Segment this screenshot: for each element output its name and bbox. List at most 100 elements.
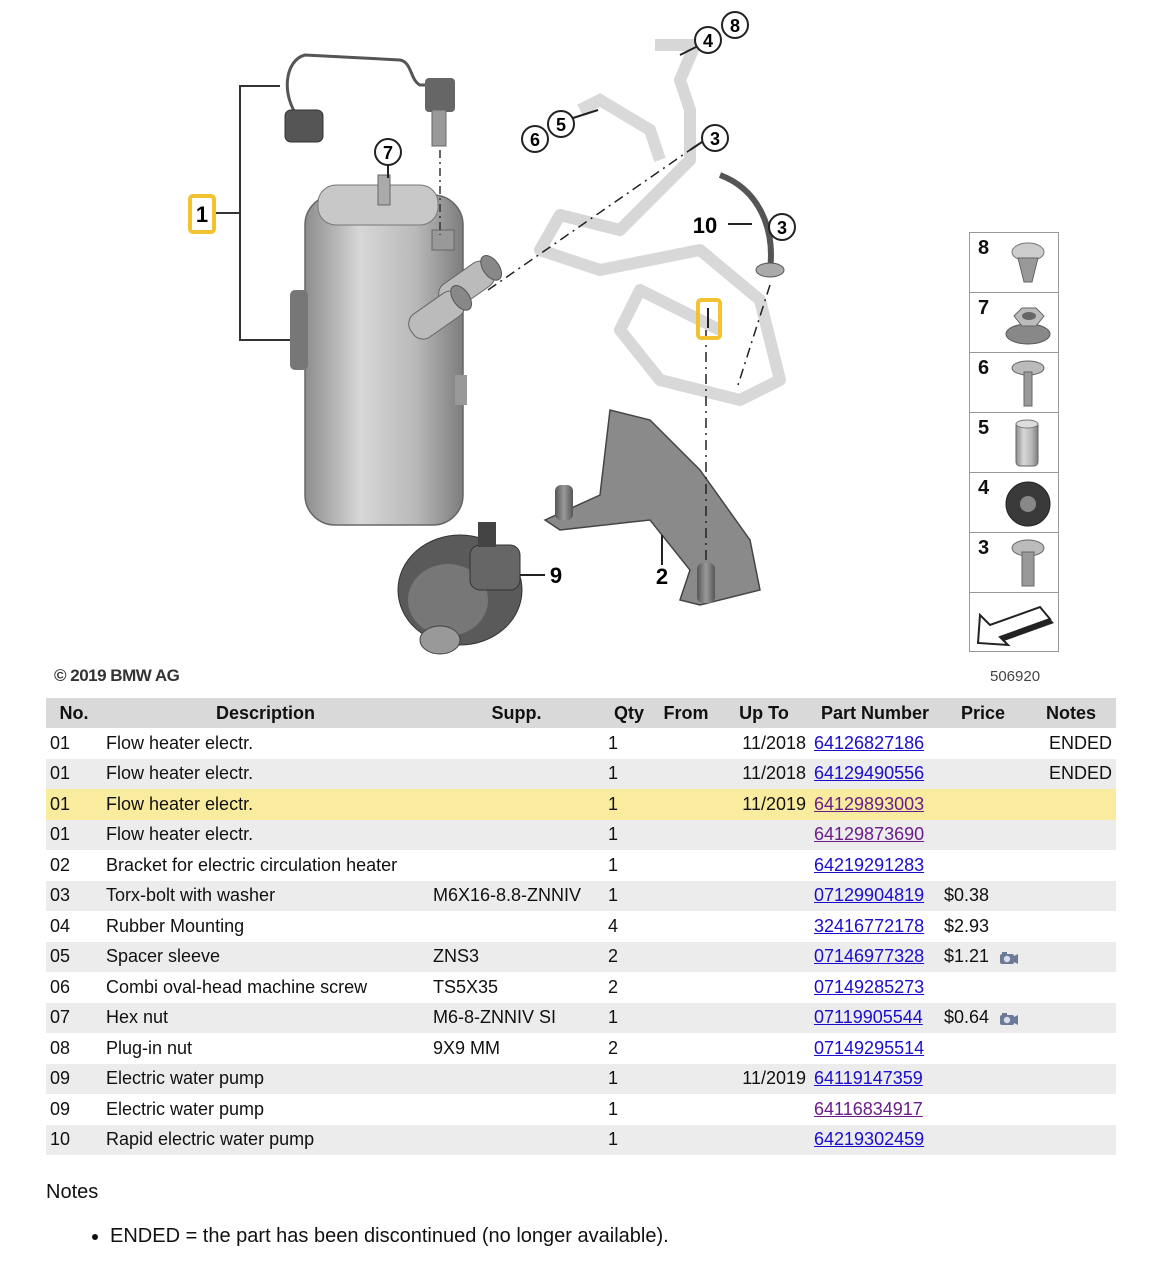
cell-part-number: 07129904819 [810,880,940,911]
cell-text: Bracket for electric circulation heater [106,854,398,875]
cell-no: 01 [46,789,102,820]
thumbnail-7[interactable]: 7 [969,292,1059,352]
cell-text: 01 [50,763,71,784]
cell-text: 04 [50,915,71,936]
cell-text: 01 [50,793,71,814]
flow-heater-drawing [290,174,502,526]
thumbnail-5[interactable]: 5 [969,412,1059,472]
cell-text: Spacer sleeve [106,946,221,967]
svg-text:2: 2 [656,564,668,589]
camera-icon[interactable] [999,951,1019,965]
cell-no: 03 [46,880,102,911]
cell-no: 10 [46,1124,102,1155]
cell-part-number: 07149295514 [810,1033,940,1064]
part-number-link[interactable]: 64126827186 [814,732,925,753]
thumbnail-3[interactable]: 3 [969,532,1059,592]
part-number-link[interactable]: 64129490556 [814,763,925,784]
cell-part-number: 64219302459 [810,1124,940,1155]
part-number-link[interactable]: 07129904819 [814,885,925,906]
thumbnail-6[interactable]: 6 [969,352,1059,412]
callout-6[interactable]: 6 [521,125,549,153]
callout-8[interactable]: 8 [721,11,749,39]
part-number-link[interactable]: 64129893003 [814,793,925,814]
part-number-link[interactable]: 64116834917 [814,1098,923,1119]
cell-text: Plug-in nut [106,1037,193,1058]
cell-part-number: 64119147359 [810,1063,940,1094]
callout-1-highlighted[interactable]: 1 [188,194,216,234]
cell-price: $2.93 [940,911,1026,942]
cell-supp [429,850,604,881]
svg-text:4: 4 [703,31,713,51]
cell-text: $2.93 [944,915,990,936]
diagram-id: 506920 [990,668,1041,685]
cell-up-to: 11/2019 [718,789,810,820]
cell-qty: 2 [604,1033,654,1064]
cell-supp [429,789,604,820]
cell-qty: 1 [604,758,654,789]
callout-10[interactable]: 10 [693,213,717,238]
copyright-label: © 2019 BMW AG [54,666,180,685]
callout-5[interactable]: 5 [547,109,599,138]
cell-supp [429,911,604,942]
part-number-link[interactable]: 32416772178 [814,915,925,936]
cell-notes [1026,972,1116,1003]
cell-text: 11/2019 [742,793,806,814]
part-number-link[interactable]: 07149295514 [814,1037,925,1058]
cell-text: Combi oval-head machine screw [106,976,368,997]
thumbnail-8[interactable]: 8 [969,232,1059,292]
cell-text: $0.64 [944,1007,990,1028]
callout-3-upper[interactable]: 3 [689,124,729,152]
cell-price: $0.38 [940,880,1026,911]
cell-part-number: 64129873690 [810,819,940,850]
cell-no: 04 [46,911,102,942]
bracket-ghost-drawing [534,39,786,406]
cell-from [654,819,718,850]
cell-qty: 2 [604,941,654,972]
cell-text: 1 [608,1098,619,1119]
part-number-link[interactable]: 07119905544 [814,1007,923,1028]
cell-description: Combi oval-head machine screw [102,972,429,1003]
cell-from [654,1124,718,1155]
thumbnail-4[interactable]: 4 [969,472,1059,532]
cell-qty: 1 [604,1063,654,1094]
cell-supp: TS5X35 [429,972,604,1003]
cell-part-number: 64116834917 [810,1094,940,1125]
callout-4[interactable]: 4 [679,26,722,56]
cell-no: 05 [46,941,102,972]
cell-text: 08 [50,1037,71,1058]
cell-up-to [718,1033,810,1064]
cell-qty: 1 [604,728,654,759]
callout-9[interactable]: 9 [550,563,562,588]
col-header-qty: Qty [604,698,654,728]
col-header-price: Price [940,698,1026,728]
callout-2[interactable]: 2 [656,564,668,589]
cell-price [940,758,1026,789]
cell-qty: 1 [604,819,654,850]
cell-text: 1 [608,854,619,875]
part-number-link[interactable]: 64129873690 [814,824,925,845]
cell-from [654,941,718,972]
cell-up-to [718,1002,810,1033]
part-number-link[interactable]: 07146977328 [814,946,925,967]
callout-3-lower[interactable]: 3 [768,213,796,241]
cell-description: Rubber Mounting [102,911,429,942]
part-number-link[interactable]: 64119147359 [814,1068,923,1089]
cell-text: $1.21 [944,946,990,967]
hardware-thumbnails: 8 7 6 5 4 3 [969,232,1059,652]
cell-text: M6X16-8.8-ZNNIV [433,885,582,906]
col-header-part-number: Part Number [810,698,940,728]
cell-qty: 1 [604,880,654,911]
camera-icon[interactable] [999,1012,1019,1026]
cell-no: 06 [46,972,102,1003]
cell-supp: ZNS3 [429,941,604,972]
cell-price [940,728,1026,759]
callout-7[interactable]: 7 [374,138,402,178]
cell-up-to [718,1094,810,1125]
cell-price [940,1124,1026,1155]
part-number-link[interactable]: 07149285273 [814,976,925,997]
cell-text: ZNS3 [433,946,480,967]
part-number-link[interactable]: 64219291283 [814,854,925,875]
part-number-link[interactable]: 64219302459 [814,1129,925,1150]
